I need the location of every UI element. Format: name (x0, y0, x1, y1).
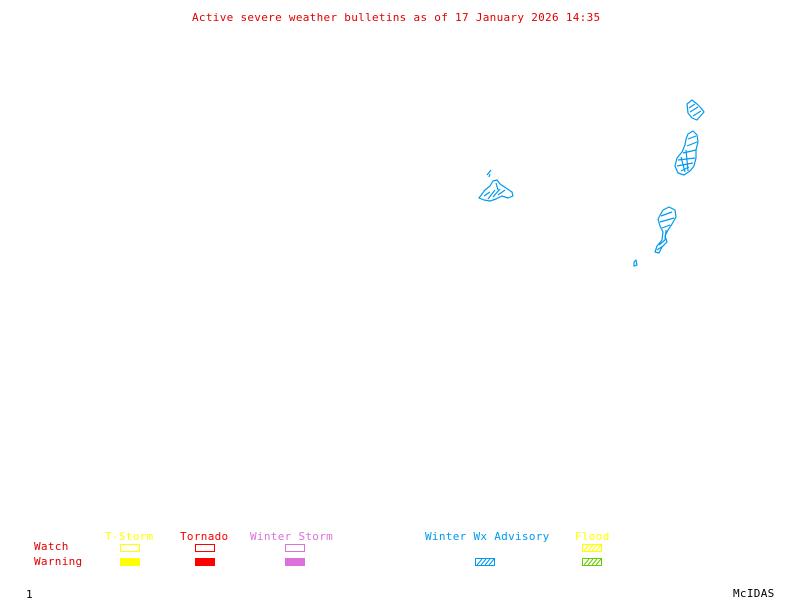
legend-tstorm-watch-swatch (120, 544, 140, 552)
legend-header-winter-wx-advisory: Winter Wx Advisory (425, 530, 550, 543)
legend-flood-warning-swatch (582, 558, 602, 566)
legend-header-winter-storm: Winter Storm (250, 530, 334, 543)
legend-row-warning: Warning (34, 555, 83, 568)
bulletin-title: Active severe weather bulletins as of 17… (192, 11, 601, 24)
software-label: McIDAS (733, 587, 775, 600)
legend-winter-wx-advisory-warning-swatch (475, 558, 495, 566)
legend-tornado-warning-swatch (195, 558, 215, 566)
advisory-area-4[interactable] (654, 206, 677, 254)
advisory-area-2[interactable] (686, 99, 705, 121)
legend-tstorm-warning-swatch (120, 558, 140, 566)
legend-winter-storm-warning-swatch (285, 558, 305, 566)
legend-row-watch: Watch (34, 540, 69, 553)
advisory-area-1[interactable] (478, 169, 514, 202)
legend-header-tstorm: T-Storm (105, 530, 154, 543)
legend-flood-watch-swatch (582, 544, 602, 552)
frame-number: 1 (26, 588, 33, 601)
legend-tornado-watch-swatch (195, 544, 215, 552)
advisory-area-3[interactable] (674, 130, 699, 176)
advisory-area-5[interactable] (633, 259, 638, 267)
legend-header-flood: Flood (575, 530, 610, 543)
legend-winter-storm-watch-swatch (285, 544, 305, 552)
legend-header-tornado: Tornado (180, 530, 229, 543)
